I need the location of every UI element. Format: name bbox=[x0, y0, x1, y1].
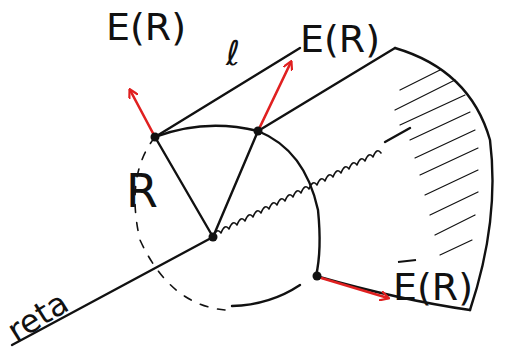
field-label: E(R) bbox=[106, 8, 186, 46]
field-arrow bbox=[130, 90, 155, 137]
charge-spring bbox=[213, 151, 381, 237]
front-face bbox=[155, 126, 320, 276]
line-name: reta bbox=[2, 286, 73, 347]
cylinder-edge bbox=[258, 48, 395, 131]
field-label: E(R) bbox=[300, 20, 380, 58]
field-arrow bbox=[258, 62, 291, 131]
front-face-bottom bbox=[232, 285, 300, 306]
radius-label: R bbox=[126, 168, 158, 214]
field-label: E(R) bbox=[393, 268, 473, 306]
point bbox=[313, 272, 322, 281]
radius-line bbox=[213, 131, 258, 237]
front-face-hidden bbox=[135, 137, 225, 310]
line-charge-axis bbox=[385, 128, 410, 142]
radius-line bbox=[155, 137, 213, 237]
overbar bbox=[398, 260, 416, 262]
point bbox=[151, 133, 160, 142]
point bbox=[254, 127, 263, 136]
point bbox=[209, 233, 218, 242]
field-arrow bbox=[318, 277, 388, 298]
shading bbox=[395, 70, 478, 255]
length-label: ℓ bbox=[226, 36, 240, 70]
